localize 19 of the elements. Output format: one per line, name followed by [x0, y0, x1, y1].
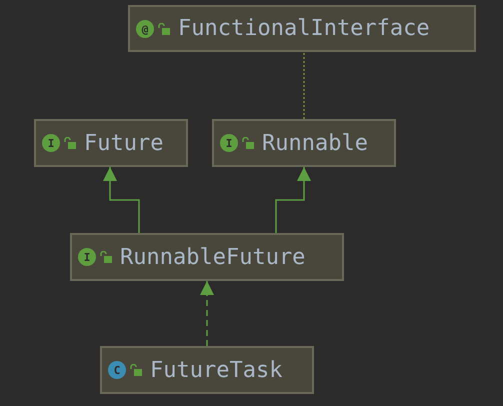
- dashed-arrow: [200, 281, 214, 346]
- type-icon: I: [78, 248, 96, 266]
- arrow: [275, 167, 311, 233]
- type-icon: @: [136, 20, 154, 38]
- class-box: [34, 119, 188, 167]
- type-icon: I: [42, 134, 60, 152]
- arrow: [103, 167, 140, 233]
- class-box: [70, 233, 344, 281]
- class-name: Future: [84, 130, 164, 156]
- dotted-line: [303, 52, 305, 119]
- type-icon: I: [220, 134, 238, 152]
- class-name: FunctionalInterface: [178, 16, 430, 41]
- class-name: Runnable: [262, 130, 368, 156]
- class-box: [128, 5, 476, 52]
- class-name: FutureTask: [150, 358, 282, 382]
- class-name: RunnableFuture: [120, 244, 306, 270]
- type-icon: C: [108, 361, 126, 379]
- class-box: [212, 119, 396, 167]
- class-box: [100, 346, 314, 394]
